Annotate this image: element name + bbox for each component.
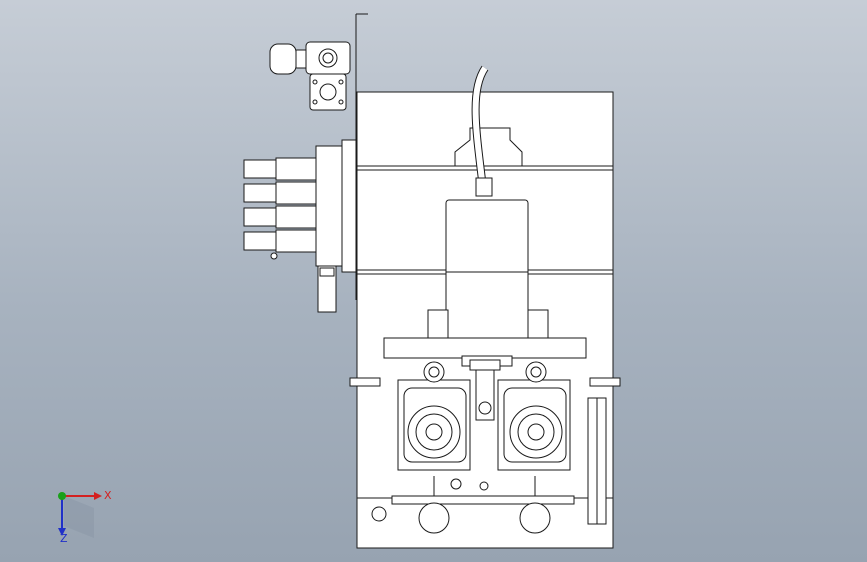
center-guide — [469, 359, 501, 421]
z-axis-label: Z — [60, 532, 68, 544]
right-drive-roll — [497, 361, 571, 471]
cable — [471, 65, 493, 197]
x-axis-label: X — [104, 489, 112, 502]
bottom-knobs — [371, 476, 575, 534]
valve-manifold — [243, 139, 357, 313]
pressure-gauge-assembly — [269, 41, 351, 111]
left-drive-roll — [397, 361, 471, 471]
coordinate-triad-icon: X Z — [58, 489, 112, 544]
side-rail — [587, 397, 607, 525]
sensor-block — [445, 199, 529, 349]
